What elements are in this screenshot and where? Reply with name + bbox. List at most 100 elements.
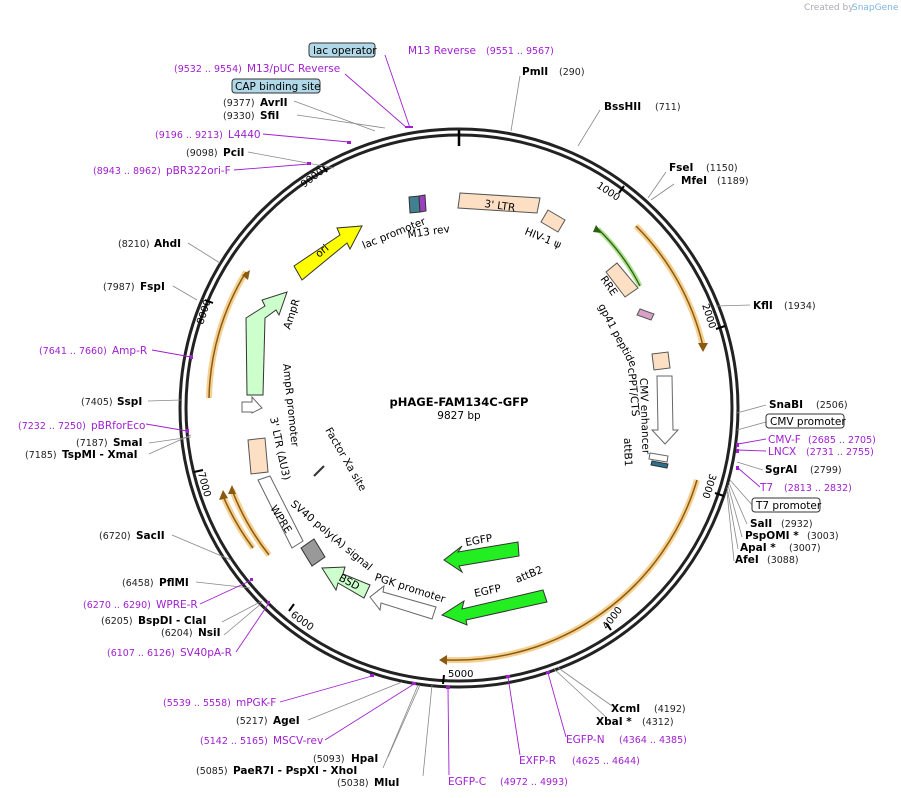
enzyme-name[interactable]: PmlI bbox=[522, 66, 548, 78]
tick-3000: 3000 bbox=[699, 472, 717, 500]
primer-pos: (6107 .. 6126) bbox=[107, 648, 175, 659]
primer-name[interactable]: EXFP-R bbox=[519, 755, 556, 767]
egfp-top-arrow bbox=[443, 541, 520, 574]
enzyme-pos: (7987) bbox=[103, 282, 135, 293]
ampr-label: AmpR bbox=[281, 297, 302, 331]
orf-arcs bbox=[206, 223, 708, 665]
enzyme-name[interactable]: SnaBI bbox=[769, 399, 803, 411]
enzyme-pos: (9377) bbox=[223, 98, 255, 109]
enzyme-name[interactable]: XbaI * bbox=[596, 716, 632, 728]
enzyme-pos: (2506) bbox=[816, 400, 848, 411]
ampr-promoter-arrow bbox=[241, 395, 263, 414]
enzyme-pos: (1150) bbox=[706, 163, 738, 174]
enzyme-name[interactable]: AfeI bbox=[735, 554, 759, 566]
enzyme-name[interactable]: SfiI bbox=[260, 110, 279, 122]
primer-name[interactable]: LNCX bbox=[768, 446, 796, 458]
primer-name[interactable]: L4440 bbox=[228, 129, 261, 141]
enzyme-name[interactable]: XcmI bbox=[611, 703, 640, 715]
wpre-box bbox=[257, 475, 304, 549]
enzyme-labels: PmlI (290) BssHII (711) FseI (1150) MfeI… bbox=[25, 66, 848, 789]
enzyme-name[interactable]: BssHII bbox=[604, 101, 641, 113]
enzyme-name[interactable]: MluI bbox=[374, 777, 399, 789]
primer-name[interactable]: EGFP-N bbox=[566, 734, 605, 746]
primer-leader-lines bbox=[145, 54, 767, 776]
wpre-gray-box bbox=[300, 538, 326, 567]
bsd-arrow bbox=[321, 566, 371, 599]
sv40-signal-label: SV40 poly(A) signal bbox=[288, 498, 374, 573]
enzyme-name[interactable]: SalI bbox=[750, 518, 772, 530]
factor-xa-mark bbox=[313, 465, 325, 477]
enzyme-name[interactable]: FseI bbox=[669, 162, 693, 174]
enzyme-name[interactable]: SgrAI bbox=[765, 464, 797, 476]
inner-features: 3' LTR HIV-1 ψ RRE gp41 peptide cPPT/CTS… bbox=[241, 192, 680, 626]
primer-pos: (6270 .. 6290) bbox=[83, 600, 151, 611]
enzyme-pos: (5038) bbox=[337, 778, 369, 789]
leader-lines bbox=[147, 75, 767, 777]
enzyme-name[interactable]: TspMI - XmaI bbox=[62, 449, 138, 461]
cmv-promoter-label: CMV promoter bbox=[770, 416, 846, 428]
enzyme-name[interactable]: AhdI bbox=[154, 238, 181, 250]
enzyme-name[interactable]: ApaI * bbox=[740, 542, 776, 554]
tick-5000: 5000 bbox=[448, 669, 473, 680]
enzyme-name[interactable]: AvrII bbox=[260, 97, 288, 109]
enzyme-name[interactable]: MfeI bbox=[681, 175, 707, 187]
factor-xa-label: Factor Xa site bbox=[322, 426, 368, 494]
enzyme-pos: (4312) bbox=[642, 717, 674, 728]
primer-name[interactable]: MSCV-rev bbox=[273, 735, 323, 747]
lac-promoter-box bbox=[408, 195, 421, 214]
hiv-psi-box bbox=[540, 209, 566, 233]
enzyme-pos: (1934) bbox=[784, 301, 816, 312]
primer-name[interactable]: M13 Reverse bbox=[408, 45, 476, 57]
egfp-top-label: EGFP bbox=[464, 532, 493, 549]
enzyme-name[interactable]: AgeI bbox=[273, 715, 300, 727]
gp41-box bbox=[636, 308, 655, 321]
lac-operator-box bbox=[308, 42, 376, 58]
enzyme-pos: (3088) bbox=[767, 555, 799, 566]
cmv-promoter-box bbox=[765, 413, 845, 429]
enzyme-pos: (7405) bbox=[81, 397, 113, 408]
primer-name[interactable]: Amp-R bbox=[112, 345, 147, 357]
tick-2000: 2000 bbox=[699, 303, 717, 331]
enzyme-pos: (5085) bbox=[196, 766, 228, 777]
enzyme-name[interactable]: PspOMI * bbox=[745, 530, 799, 542]
enzyme-name[interactable]: NsiI bbox=[198, 627, 221, 639]
created-by-text: Created by bbox=[804, 3, 854, 13]
plasmid-length: 9827 bp bbox=[437, 410, 481, 422]
ltr3-label: 3' LTR bbox=[484, 198, 516, 214]
primer-name[interactable]: T7 bbox=[759, 482, 773, 494]
enzyme-pos: (711) bbox=[655, 102, 681, 113]
primer-name[interactable]: pBRforEco bbox=[91, 420, 145, 432]
primer-name[interactable]: WPRE-R bbox=[156, 599, 198, 611]
primer-pos: (2731 .. 2755) bbox=[806, 447, 874, 458]
enzyme-name[interactable]: SacII bbox=[136, 530, 165, 542]
t7-promoter-box bbox=[751, 497, 821, 513]
primer-pos: (9532 .. 9554) bbox=[174, 64, 242, 75]
cppt-box bbox=[651, 351, 671, 371]
primer-markers bbox=[186, 126, 739, 689]
enzyme-name[interactable]: PaeR7I - PspXI - XhoI bbox=[233, 765, 357, 777]
enzyme-name[interactable]: BspDI - ClaI bbox=[138, 615, 206, 627]
enzyme-name[interactable]: PflMI bbox=[159, 577, 189, 589]
enzyme-pos: (6204) bbox=[161, 628, 193, 639]
primer-name[interactable]: SV40pA-R bbox=[180, 647, 232, 659]
primer-name[interactable]: CMV-F bbox=[768, 434, 801, 446]
enzyme-name[interactable]: PciI bbox=[223, 147, 244, 159]
snapgene-logo-text: SnapGene bbox=[852, 3, 899, 13]
enzyme-name[interactable]: HpaI bbox=[351, 753, 378, 765]
enzyme-name[interactable]: SmaI bbox=[113, 437, 143, 449]
enzyme-pos: (3003) bbox=[807, 531, 839, 542]
primer-name[interactable]: M13/pUC Reverse bbox=[247, 63, 340, 75]
enzyme-name[interactable]: KflI bbox=[753, 300, 773, 312]
enzyme-name[interactable]: FspI bbox=[140, 281, 165, 293]
green-arc-arrow bbox=[593, 225, 602, 233]
enzyme-pos: (6205) bbox=[101, 616, 133, 627]
ampr-arrow bbox=[245, 291, 288, 396]
enzyme-name[interactable]: SspI bbox=[117, 396, 142, 408]
enzyme-pos: (1189) bbox=[717, 176, 749, 187]
primer-name[interactable]: pBR322ori-F bbox=[166, 165, 231, 177]
primer-pos: (4625 .. 4644) bbox=[572, 756, 640, 767]
primer-name[interactable]: EGFP-C bbox=[448, 776, 486, 788]
primer-name[interactable]: mPGK-F bbox=[236, 697, 276, 709]
primer-pos: (9196 .. 9213) bbox=[155, 130, 223, 141]
primer-pos: (4364 .. 4385) bbox=[619, 735, 687, 746]
